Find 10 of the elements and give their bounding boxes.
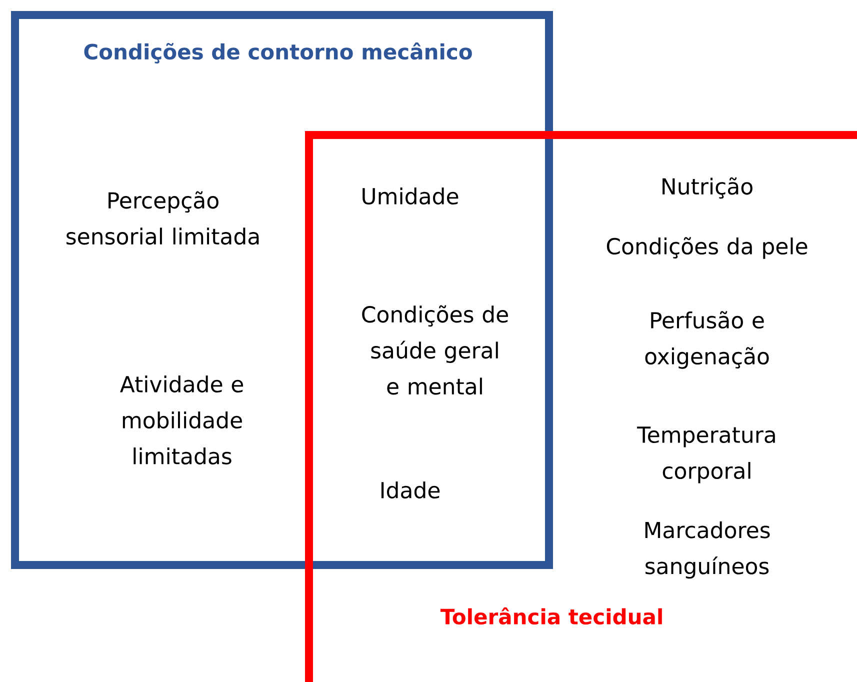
label-text: Atividade e mobilidade limitadas (120, 375, 244, 464)
label-text: Condições de saúde geral e mental (362, 305, 508, 395)
label-text: Condições da pele (606, 237, 808, 259)
label-text: Umidade (362, 187, 458, 204)
label-text: Perfusão e oxigenação (645, 311, 769, 369)
label-text: Temperatura corporal (637, 426, 775, 484)
label-text: Marcadores sanguíneos (645, 521, 770, 579)
label-text: Nutrição (662, 177, 752, 199)
label-text: Idade (381, 481, 440, 498)
label-text: Percepção sensorial limitada (66, 191, 259, 245)
